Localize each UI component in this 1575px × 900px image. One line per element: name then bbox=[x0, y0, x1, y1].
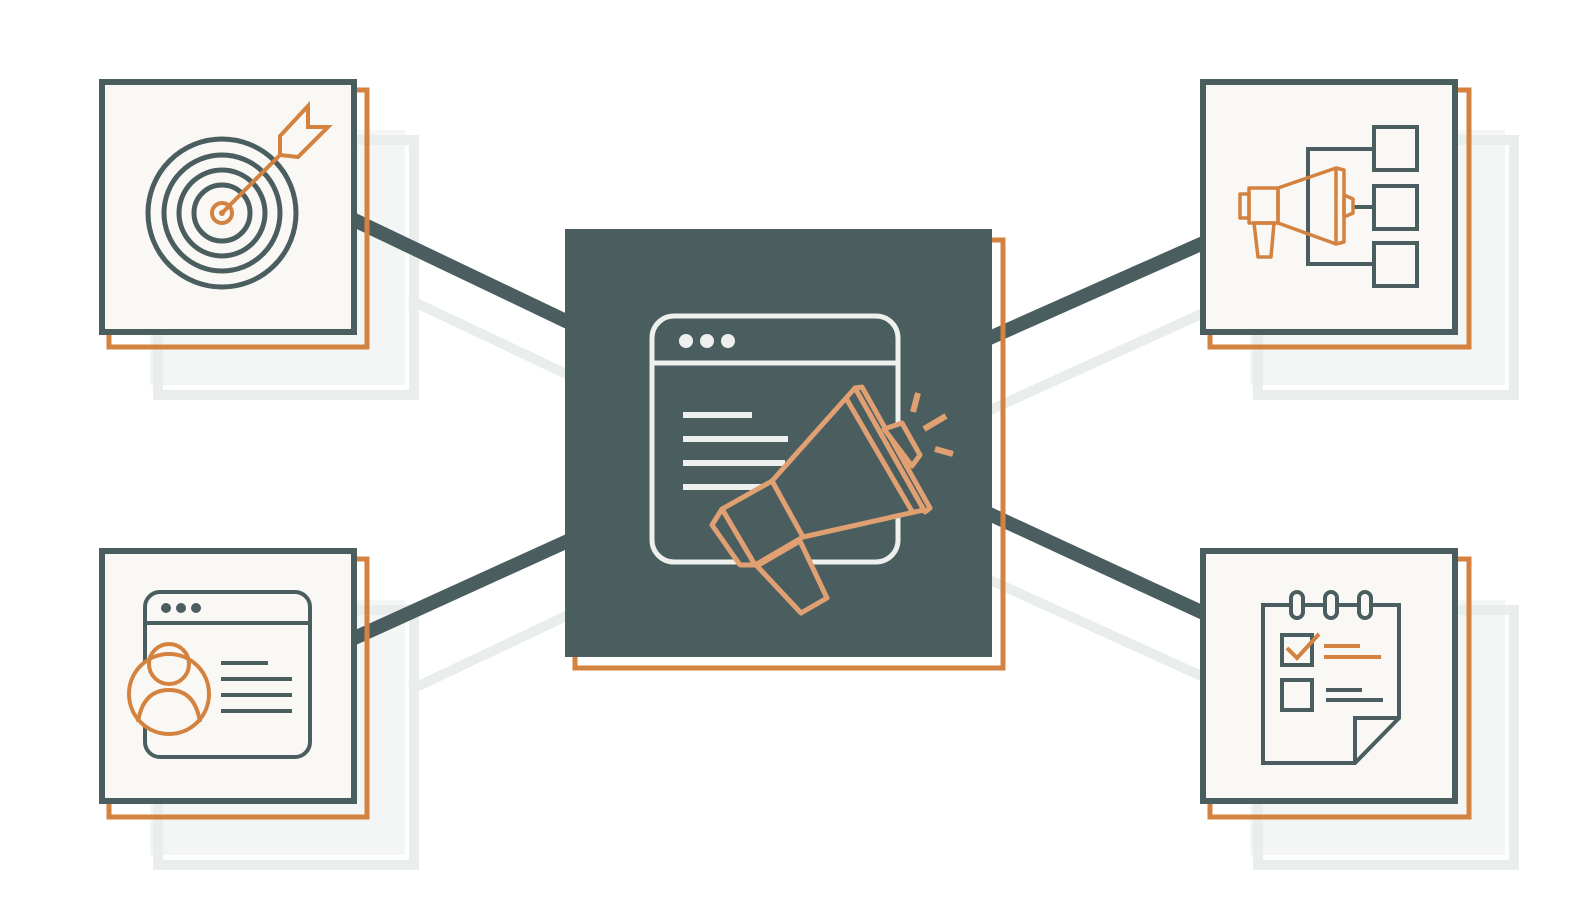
megaphone-flowchart-icon bbox=[1238, 125, 1419, 288]
connector-bottom-right bbox=[982, 505, 1213, 623]
target-arrow-icon bbox=[145, 100, 333, 290]
node-checklist bbox=[1200, 548, 1472, 820]
browser-megaphone-icon bbox=[649, 313, 954, 616]
node-box bbox=[1200, 79, 1458, 335]
node-user-profile bbox=[99, 548, 370, 820]
connector-lines bbox=[346, 211, 1213, 647]
node-megaphone-flowchart bbox=[1200, 79, 1472, 350]
checklist-calendar-icon bbox=[1261, 590, 1401, 765]
connector-bottom-left bbox=[347, 533, 573, 647]
node-target bbox=[99, 79, 370, 350]
center-box bbox=[565, 229, 992, 657]
user-profile-page-icon bbox=[127, 590, 312, 759]
center-node bbox=[565, 229, 1006, 671]
connector-top-left bbox=[346, 211, 574, 330]
connector-top-right bbox=[982, 233, 1213, 347]
